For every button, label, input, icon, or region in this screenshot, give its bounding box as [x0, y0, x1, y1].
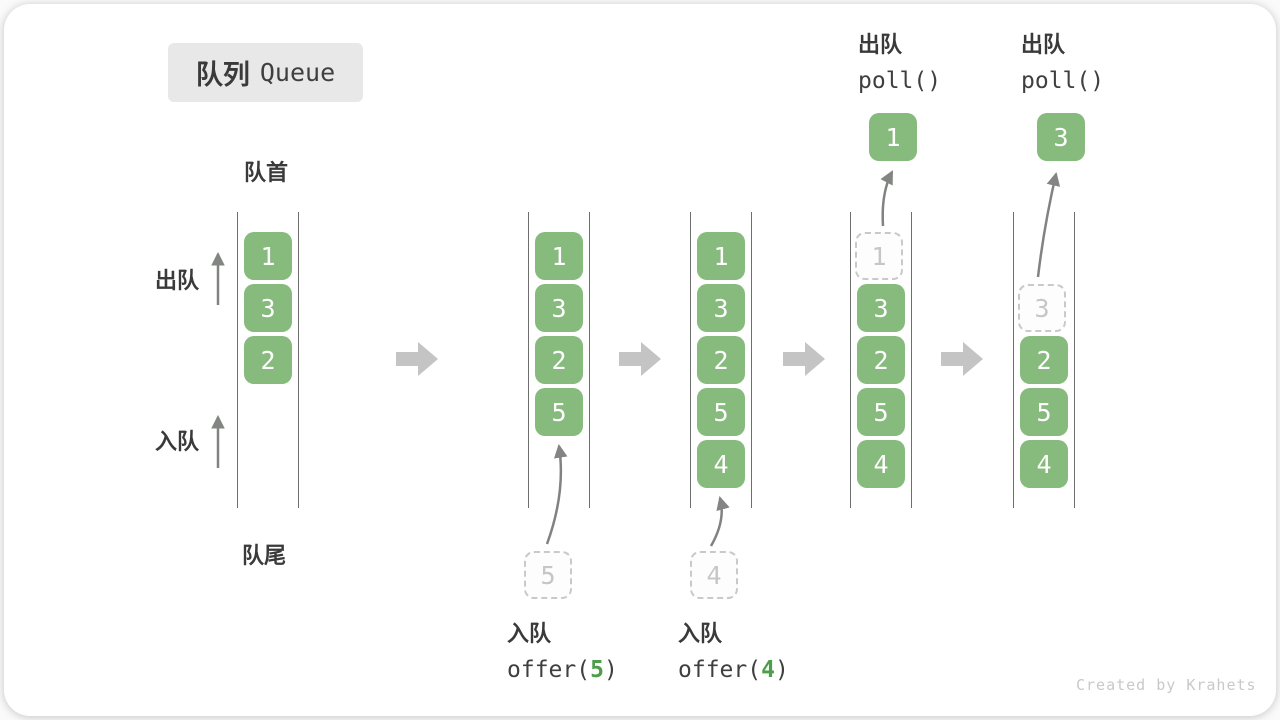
- queue-item: 1: [697, 232, 745, 280]
- queue-item: 5: [1020, 388, 1068, 436]
- queue-item: 3: [244, 284, 292, 332]
- queue-item: 3: [857, 284, 905, 332]
- removed-item-slot: 1: [855, 232, 903, 280]
- enqueue-op-4: 入队 offer(4): [678, 615, 789, 689]
- queue-state-2: 1 3 2 5: [528, 212, 590, 508]
- dequeue-op-2: 出队 poll(): [1021, 26, 1104, 100]
- queue-item: 4: [1020, 440, 1068, 488]
- code-suffix: ): [603, 657, 618, 683]
- queue-item: 2: [857, 336, 905, 384]
- queue-state-3: 1 3 2 5 4: [690, 212, 752, 508]
- queue-item: 4: [697, 440, 745, 488]
- watermark: Created by Krahets: [1076, 676, 1257, 694]
- queue-item: 3: [697, 284, 745, 332]
- queue-item: 3: [535, 284, 583, 332]
- queue-item: 2: [697, 336, 745, 384]
- enqueue-op-5-code: offer(5): [507, 652, 618, 689]
- queue-item: 5: [697, 388, 745, 436]
- queue-item: 2: [1020, 336, 1068, 384]
- dequeue-op-1: 出队 poll(): [858, 26, 941, 100]
- queue-state-5: 3 2 5 4: [1013, 212, 1075, 508]
- code-suffix: ): [774, 657, 789, 683]
- diagram-canvas: [4, 4, 1276, 716]
- queue-item: 1: [244, 232, 292, 280]
- queue-item: 2: [244, 336, 292, 384]
- title-badge: 队列 Queue: [168, 43, 363, 102]
- queue-item: 5: [857, 388, 905, 436]
- queue-item: 2: [535, 336, 583, 384]
- queue-state-1: 1 3 2: [237, 212, 299, 508]
- incoming-item-5: 5: [524, 551, 572, 599]
- popped-item-3: 3: [1037, 113, 1085, 161]
- queue-item: 4: [857, 440, 905, 488]
- queue-item: 1: [535, 232, 583, 280]
- code-arg: 4: [761, 657, 775, 683]
- queue-item: 5: [535, 388, 583, 436]
- enqueue-op-4-label: 入队: [678, 621, 723, 646]
- label-enqueue-side: 入队: [155, 429, 200, 454]
- label-queue-rear: 队尾: [242, 543, 287, 568]
- dequeue-op-1-label: 出队: [858, 32, 903, 57]
- title-zh: 队列: [195, 60, 250, 90]
- dequeue-op-1-code: poll(): [858, 68, 942, 94]
- queue-state-4: 1 3 2 5 4: [850, 212, 912, 508]
- code-prefix: offer(: [507, 657, 591, 683]
- code-prefix: offer(: [678, 657, 762, 683]
- dequeue-op-2-label: 出队: [1021, 32, 1066, 57]
- dequeue-op-2-code: poll(): [1021, 68, 1105, 94]
- enqueue-op-5: 入队 offer(5): [507, 615, 618, 689]
- enqueue-op-4-code: offer(4): [678, 652, 789, 689]
- popped-item-1: 1: [869, 113, 917, 161]
- label-queue-front: 队首: [244, 160, 289, 185]
- label-dequeue-side: 出队: [155, 268, 200, 293]
- removed-item-slot: 3: [1018, 284, 1066, 332]
- code-arg: 5: [590, 657, 604, 683]
- enqueue-op-5-label: 入队: [507, 621, 552, 646]
- title-en: Queue: [259, 58, 336, 87]
- incoming-item-4: 4: [690, 551, 738, 599]
